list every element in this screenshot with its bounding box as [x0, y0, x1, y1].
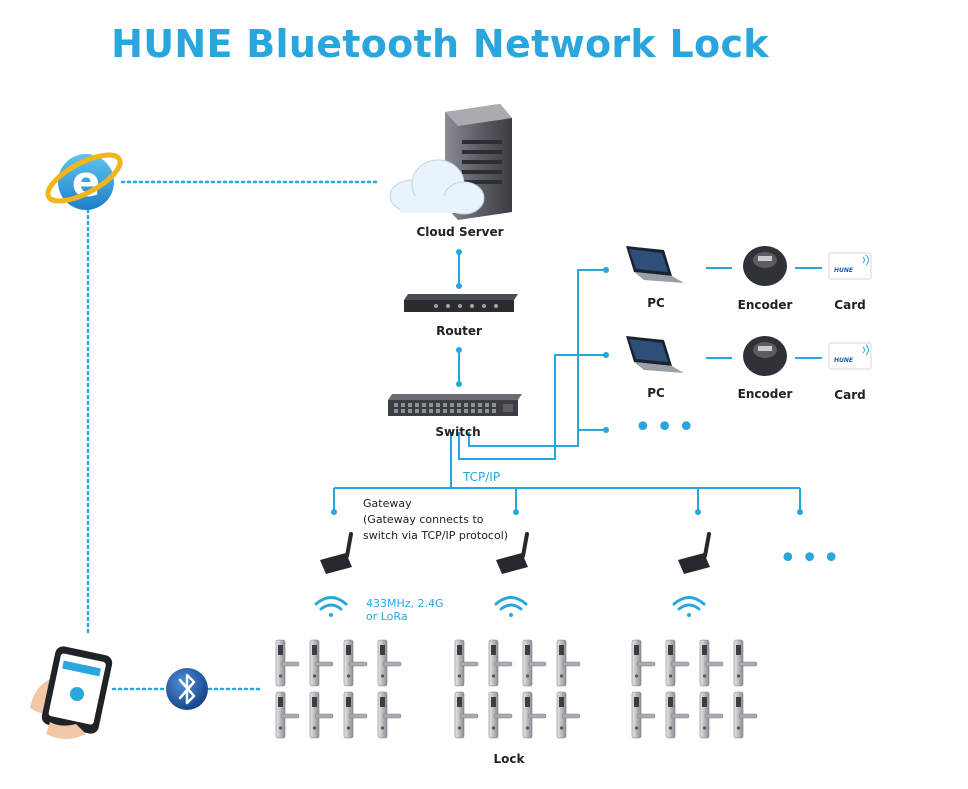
switch-pc2-link [458, 354, 604, 460]
svg-text:HUNE: HUNE [834, 357, 854, 364]
door-lock-icon [488, 639, 513, 687]
door-lock-icon [665, 639, 690, 687]
router-icon [404, 294, 518, 312]
switch-pc1-link [468, 269, 604, 447]
door-lock-icon [275, 691, 300, 739]
encoder-label: Encoder [737, 298, 793, 312]
door-lock-grid [275, 639, 758, 739]
gateway-antenna-icon [320, 532, 353, 574]
wifi-icon [672, 596, 706, 617]
door-lock-icon [522, 639, 547, 687]
door-lock-icon [309, 639, 334, 687]
wifi-icon [314, 596, 348, 617]
gateway-antenna-icon [496, 532, 529, 574]
door-lock-icon [343, 639, 368, 687]
encoder-label: Encoder [737, 387, 793, 401]
lock-label: Lock [493, 752, 525, 766]
door-lock-icon [454, 691, 479, 739]
card-label: Card [834, 298, 866, 312]
protocol-label: TCP/IP [463, 470, 501, 484]
page-title: HUNE Bluetooth Network Lock [111, 22, 769, 66]
wired-links [333, 252, 822, 512]
door-lock-icon [631, 691, 656, 739]
router-label: Router [436, 324, 482, 338]
cloud-icon [389, 159, 485, 215]
pc-label: PC [647, 296, 665, 310]
gateway-note-line: (Gateway connects to [363, 513, 484, 526]
encoder-icon [743, 246, 787, 286]
door-lock-icon [556, 639, 581, 687]
smartphone-hand-icon [30, 646, 113, 739]
door-lock-icon [275, 639, 300, 687]
door-lock-icon [733, 691, 758, 739]
radio-note: 433MHz, 2.4G or LoRa [366, 597, 444, 623]
door-lock-icon [454, 639, 479, 687]
dotted-links [86, 180, 380, 691]
door-lock-icon [343, 691, 368, 739]
svg-text:HUNE: HUNE [834, 267, 854, 274]
radio-note-line: 433MHz, 2.4G [366, 597, 444, 610]
more-gateways-ellipsis: ••• [779, 541, 845, 576]
gateway-note-line: switch via TCP/IP protocol) [363, 529, 509, 542]
link-endpoints [331, 249, 803, 515]
switch-icon [388, 394, 522, 416]
radio-note-line: or LoRa [366, 610, 408, 623]
pc-label: PC [647, 386, 665, 400]
wifi-icon [494, 596, 528, 617]
door-lock-icon [699, 691, 724, 739]
door-lock-icon [699, 639, 724, 687]
cloud-server-label: Cloud Server [416, 225, 504, 239]
laptop-icon [626, 246, 684, 283]
door-lock-icon [733, 639, 758, 687]
door-lock-icon [556, 691, 581, 739]
door-lock-icon [522, 691, 547, 739]
card-icon: HUNE [828, 342, 872, 370]
bluetooth-icon [166, 668, 208, 710]
gateway-note: Gateway (Gateway connects to switch via … [363, 496, 508, 544]
gateway-antenna-icon [678, 532, 711, 574]
switch-label: Switch [435, 425, 481, 439]
card-label: Card [834, 388, 866, 402]
gateway-note-line: Gateway [363, 497, 412, 510]
door-lock-icon [631, 639, 656, 687]
door-lock-icon [488, 691, 513, 739]
door-lock-icon [377, 639, 402, 687]
encoder-icon [743, 336, 787, 376]
card-icon: HUNE [828, 252, 872, 280]
door-lock-icon [309, 691, 334, 739]
laptop-icon [626, 336, 684, 373]
internet-explorer-icon: e [45, 152, 123, 210]
door-lock-icon [665, 691, 690, 739]
door-lock-icon [377, 691, 402, 739]
more-pcs-ellipsis: ••• [634, 410, 700, 445]
